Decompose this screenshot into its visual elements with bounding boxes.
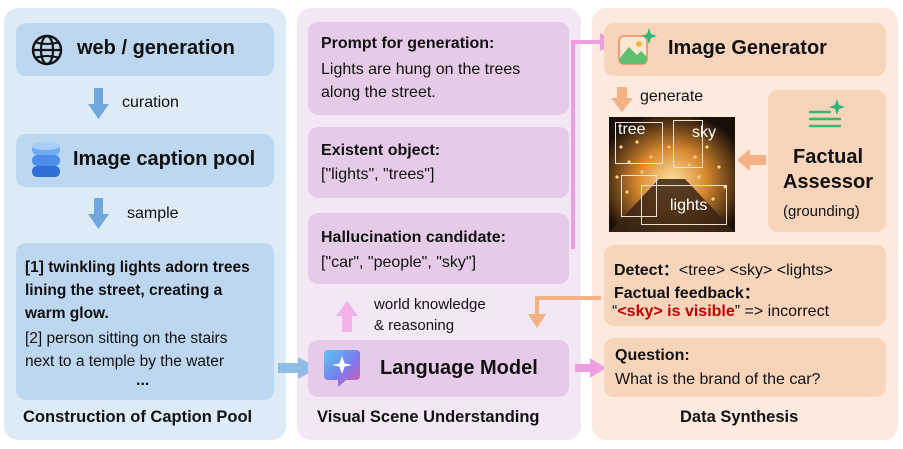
lights-bbox-1 [621, 175, 657, 217]
existent-object-box [308, 127, 569, 198]
caption-1: [1] twinkling lights adorn trees lining … [25, 259, 250, 322]
detect-line: Detect：<tree> <sky> <lights> [614, 256, 833, 280]
globe-icon [31, 34, 63, 66]
sky-bbox [673, 120, 703, 168]
tree-bbox [615, 122, 663, 164]
curation-label: curation [122, 94, 179, 111]
language-model-title: Language Model [380, 357, 538, 379]
factual-assessor-title: Factual Assessor [782, 146, 874, 193]
prompt-box [308, 22, 569, 115]
image-generator-box [604, 23, 886, 76]
sample-label: sample [127, 205, 179, 222]
sky-label: sky [692, 124, 716, 141]
grounding-label: (grounding) [783, 203, 860, 220]
lights-label: lights [670, 197, 708, 214]
factual-assessor-box [768, 90, 886, 232]
source-label: web / generation [77, 37, 235, 59]
world-knowledge-label: world knowledge & reasoning [374, 296, 486, 334]
feedback-highlight: <sky> is visible [617, 303, 735, 320]
sample-arrow [88, 198, 109, 229]
factual-feedback-label: Factual feedback： [614, 285, 760, 302]
question-box [604, 338, 886, 397]
tree-label: tree [618, 121, 646, 138]
image-generator-title: Image Generator [668, 37, 827, 59]
image-generate-icon [618, 28, 657, 65]
hallucination-title: Hallucination candidate: [321, 229, 506, 246]
feedback-to-lm-connector [535, 296, 601, 316]
captions-box [16, 243, 274, 400]
hallucination-box [308, 213, 569, 284]
scene-column-title: Visual Scene Understanding [317, 408, 540, 426]
caption-ellipsis: ... [136, 372, 150, 389]
assessor-to-image-arrow [737, 149, 766, 171]
caption-2: [2] person sitting on the stairs next to… [25, 330, 228, 370]
generated-image: tree sky lights [609, 117, 735, 232]
generate-label: generate [640, 88, 704, 105]
question-text: What is the brand of the car? [615, 371, 821, 388]
hallucination-text: ["car", "people", "sky"] [321, 254, 477, 271]
lights-bbox-2 [641, 185, 727, 225]
synthesis-column-title: Data Synthesis [680, 408, 799, 426]
feedback-line: “<sky> is visible” => incorrect [612, 303, 830, 320]
prompt-to-generator-connector [571, 40, 604, 249]
street-lights-illustration [609, 117, 735, 232]
feedback-box [604, 245, 886, 326]
prompt-title: Prompt for generation: [321, 35, 495, 52]
detect-label: Detect： [614, 262, 679, 279]
sparkle-chat-icon [324, 350, 360, 387]
existent-text: ["lights", "trees"] [321, 166, 435, 183]
curation-arrow [88, 88, 109, 119]
caption-pool-column-title: Construction of Caption Pool [23, 408, 253, 426]
caption-pool-title: Image caption pool [73, 148, 256, 170]
database-icon [32, 142, 60, 177]
existent-title: Existent object: [321, 142, 441, 159]
question-label: Question: [615, 347, 690, 364]
checklist-sparkle-icon [808, 99, 845, 128]
generate-arrow [611, 87, 633, 112]
prompt-text: Lights are hung on the trees along the s… [321, 61, 521, 101]
lm-to-question-arrow [575, 358, 606, 378]
reasoning-up-arrow [336, 301, 358, 332]
detect-value: <tree> <sky> <lights> [678, 262, 833, 279]
